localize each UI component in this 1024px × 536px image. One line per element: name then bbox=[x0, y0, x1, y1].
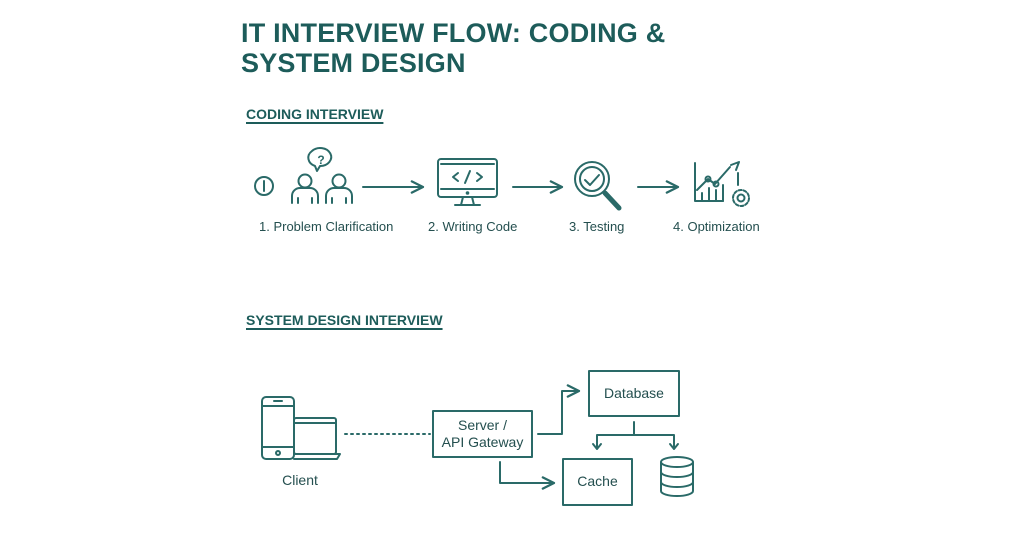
arrow-server-to-cache bbox=[499, 461, 556, 490]
page-title: IT INTERVIEW FLOW: CODING & SYSTEM DESIG… bbox=[241, 18, 665, 78]
title-line-1: IT INTERVIEW FLOW: CODING & bbox=[241, 18, 666, 48]
cache-label: Cache bbox=[577, 473, 618, 489]
database-cylinder-icon bbox=[660, 456, 694, 497]
client-label: Client bbox=[282, 472, 318, 488]
magnifier-check-icon bbox=[574, 161, 622, 211]
client-devices-icon bbox=[261, 396, 341, 460]
coding-interview-heading: CODING INTERVIEW bbox=[246, 106, 384, 122]
cache-box bbox=[562, 458, 633, 506]
database-label: Database bbox=[604, 385, 664, 401]
step-4-label: 4. Optimization bbox=[673, 219, 760, 234]
database-box bbox=[588, 370, 680, 417]
step-2-label: 2. Writing Code bbox=[428, 219, 518, 234]
people-question-icon: ? bbox=[291, 147, 353, 204]
start-marker-icon bbox=[254, 176, 274, 196]
server-label-line-1: Server / bbox=[457, 417, 507, 433]
svg-text:?: ? bbox=[317, 153, 324, 167]
server-label-line-2: API Gateway bbox=[441, 434, 524, 450]
server-box bbox=[432, 410, 533, 458]
server-label: Server / API Gateway bbox=[433, 417, 532, 451]
arrow-server-to-database bbox=[537, 384, 581, 435]
title-line-2: SYSTEM DESIGN bbox=[241, 48, 466, 78]
chart-gear-icon bbox=[694, 161, 750, 207]
step-1-label: 1. Problem Clarification bbox=[259, 219, 394, 234]
database-branch-lines bbox=[596, 421, 675, 449]
system-design-heading: SYSTEM DESIGN INTERVIEW bbox=[246, 312, 443, 328]
step-3-label: 3. Testing bbox=[569, 219, 625, 234]
monitor-code-icon bbox=[437, 158, 498, 206]
